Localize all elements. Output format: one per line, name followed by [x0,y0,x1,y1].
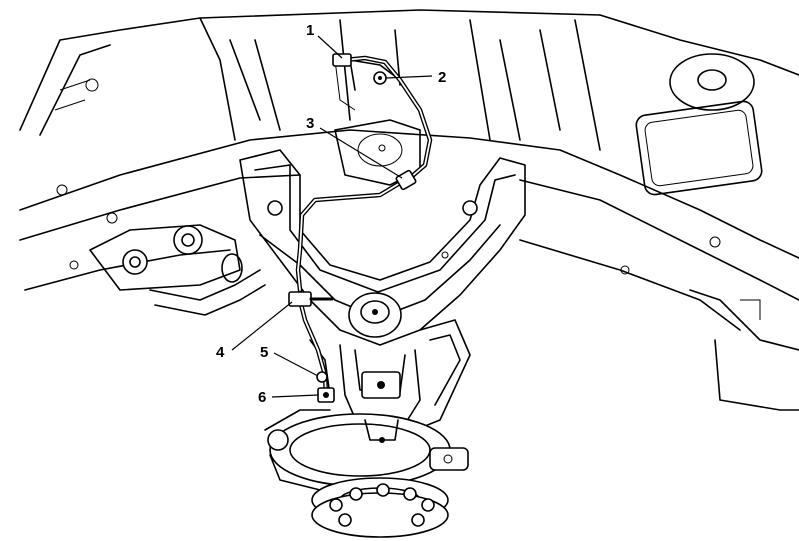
harness-clip-middle [395,169,417,191]
wheel-speed-sensor-harness [288,53,433,403]
callout-1: 1 [306,22,314,39]
harness-retainer [316,371,328,383]
harness-connector [332,53,352,67]
harness-clip-arm [288,291,312,307]
callout-5: 5 [260,344,268,361]
callout-3: 3 [306,115,314,132]
wheel-studs [329,483,435,527]
callout-2: 2 [438,69,446,86]
callout-6: 6 [258,389,266,406]
upper-control-arm [239,149,526,346]
callout-4: 4 [216,344,225,361]
steering-knuckle [264,319,471,538]
vehicle-underbody [19,9,799,411]
callout-leaders [231,35,433,398]
callout-labels: 1 2 3 4 5 6 [216,22,446,406]
